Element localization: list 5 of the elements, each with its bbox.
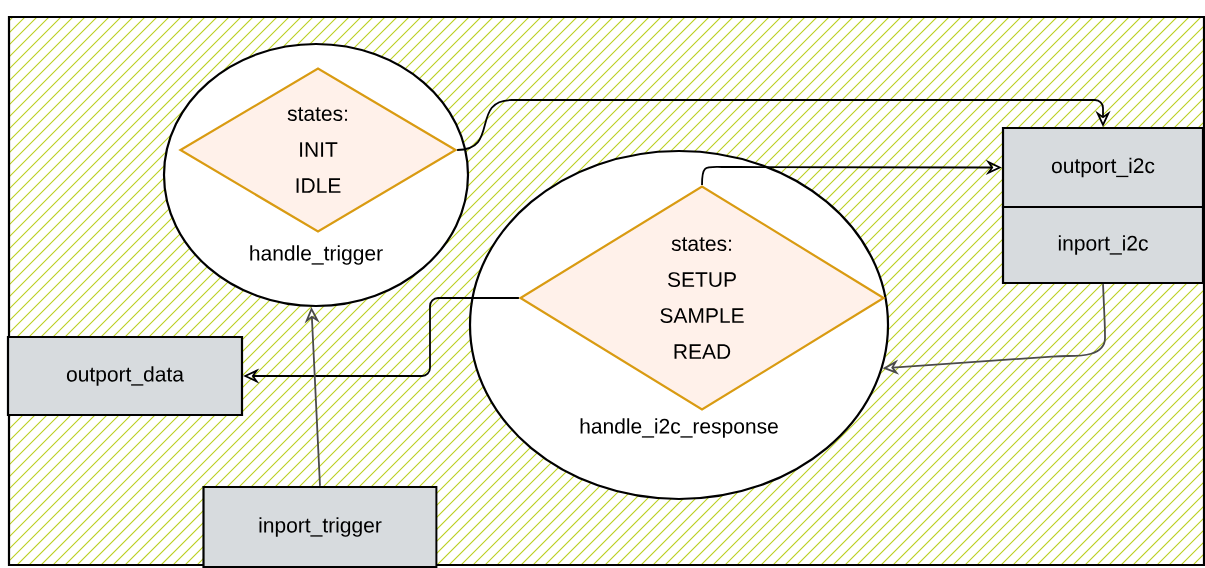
port-box: inport_i2c bbox=[1001, 205, 1205, 285]
port-box: outport_i2c bbox=[1001, 126, 1205, 209]
port-box: inport_trigger bbox=[202, 485, 438, 568]
arrow bbox=[456, 99, 1111, 151]
port-box: outport_data bbox=[6, 335, 244, 417]
